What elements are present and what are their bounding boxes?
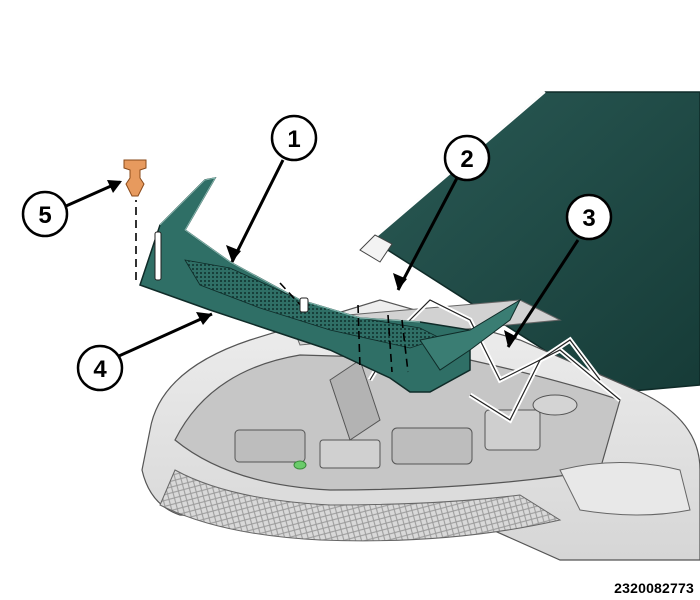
callout-4: 4 xyxy=(76,344,124,392)
cowl-panel-top-edge xyxy=(159,177,421,323)
callout-3: 3 xyxy=(565,193,613,241)
front-grille xyxy=(159,469,562,542)
headlamp xyxy=(559,462,691,516)
callout-2-number: 2 xyxy=(460,146,473,173)
cowl-panel-end-flange xyxy=(419,298,522,371)
push-pin-fastener xyxy=(123,159,147,197)
callout-5-number: 5 xyxy=(38,202,51,229)
callout-1: 1 xyxy=(270,114,318,162)
callout-2: 2 xyxy=(443,134,491,182)
callout-5: 5 xyxy=(21,190,69,238)
cowl-mounting-clips xyxy=(154,231,309,313)
figure-id: 2320082773 xyxy=(614,580,694,596)
callout-3-number: 3 xyxy=(582,205,595,232)
leader-arrows xyxy=(65,159,580,362)
engine-bay-components xyxy=(234,359,578,470)
alignment-guide-lines xyxy=(135,200,409,373)
arrowheads xyxy=(107,180,517,347)
hood-hinge-strut xyxy=(359,234,393,263)
callout-4-number: 4 xyxy=(93,356,107,383)
callout-1-number: 1 xyxy=(287,126,300,153)
